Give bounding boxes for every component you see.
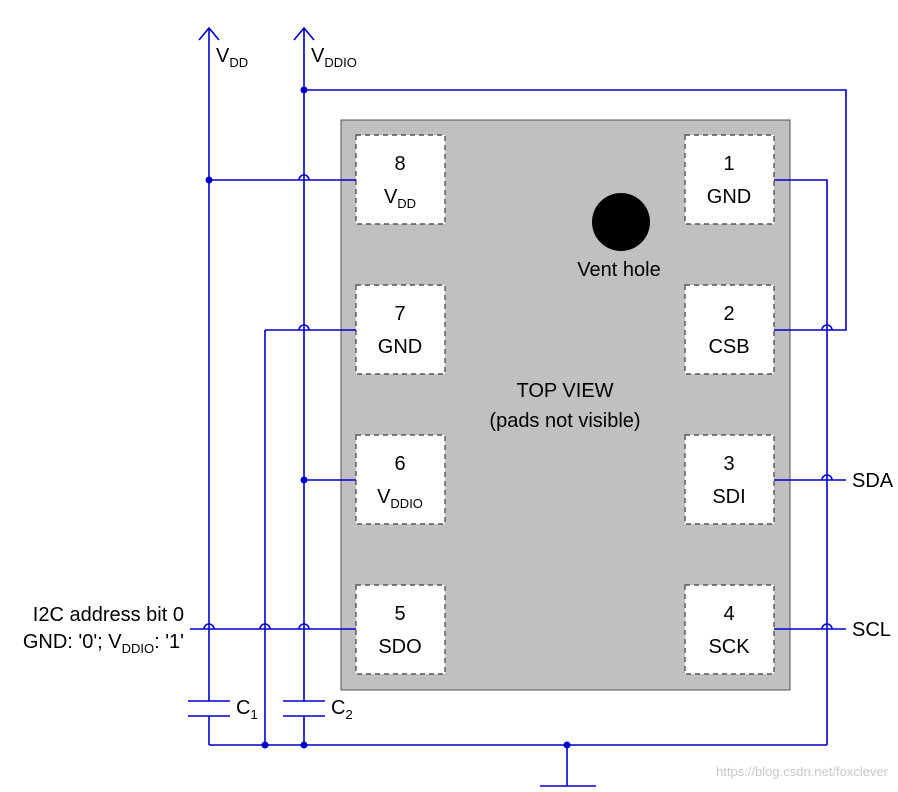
- pad-2-number: 2: [723, 303, 734, 325]
- pad-7: [355, 284, 446, 375]
- hop-scl: [821, 623, 833, 630]
- vddio-to-csb: [304, 89, 847, 331]
- pad-5-number: 5: [394, 603, 405, 625]
- pad-2: [684, 284, 775, 375]
- junction-dot: [563, 741, 571, 749]
- junction-dot: [261, 741, 269, 749]
- vdd-arrow-icon: [198, 26, 220, 41]
- pad-2-name: CSB: [708, 336, 749, 358]
- junctions: [205, 86, 571, 749]
- pad-8: [355, 134, 446, 225]
- hop-sdo-vdd: [203, 623, 215, 630]
- hop-sda: [821, 474, 833, 481]
- scl-label: SCL: [852, 619, 891, 641]
- pad-3-name: SDI: [712, 486, 745, 508]
- vent-hole-icon: [592, 193, 650, 251]
- junction-dot: [300, 741, 308, 749]
- pad-3: [684, 434, 775, 525]
- pad-6: [355, 434, 446, 525]
- pad-4: [684, 584, 775, 675]
- c1-label: C1: [236, 697, 258, 722]
- hop-vddio-pad7: [298, 324, 310, 331]
- i2c-note-line2: GND: '0'; VDDIO: '1': [23, 631, 184, 656]
- pad-5: [355, 584, 446, 675]
- pad-8-name: VDD: [384, 186, 416, 211]
- pad1-gnd-return: [774, 179, 828, 745]
- pad-1-name: GND: [707, 186, 751, 208]
- junction-dot: [205, 176, 213, 184]
- pad-7-name: GND: [378, 336, 422, 358]
- pad-4-number: 4: [723, 603, 734, 625]
- hop-vddio-pad8: [298, 174, 310, 181]
- top-view-note: (pads not visible): [489, 410, 640, 432]
- wires: [188, 26, 847, 787]
- pad-6-name: VDDIO: [377, 486, 423, 511]
- sda-label: SDA: [852, 470, 894, 492]
- pad-5-name: SDO: [378, 636, 421, 658]
- vdd-label: VDD: [216, 45, 248, 70]
- pad-7-number: 7: [394, 303, 405, 325]
- junction-dot: [300, 86, 308, 94]
- c2-label: C2: [331, 697, 353, 722]
- vent-hole-label: Vent hole: [577, 259, 660, 281]
- pad-4-name: SCK: [708, 636, 750, 658]
- pad-1-number: 1: [723, 153, 734, 175]
- junction-dot: [300, 476, 308, 484]
- top-view-title: TOP VIEW: [516, 380, 613, 402]
- hop-sdo-gnd: [259, 623, 271, 630]
- i2c-note-line1: I2C address bit 0: [33, 604, 184, 626]
- pad-6-number: 6: [394, 453, 405, 475]
- hop-csb: [821, 324, 833, 331]
- watermark: https://blog.csdn.net/foxclever: [716, 764, 889, 779]
- pad-1: [684, 134, 775, 225]
- pad-3-number: 3: [723, 453, 734, 475]
- hop-sdo-vddio: [298, 623, 310, 630]
- pad-8-number: 8: [394, 153, 405, 175]
- vddio-arrow-icon: [293, 26, 315, 41]
- vddio-label: VDDIO: [311, 45, 357, 70]
